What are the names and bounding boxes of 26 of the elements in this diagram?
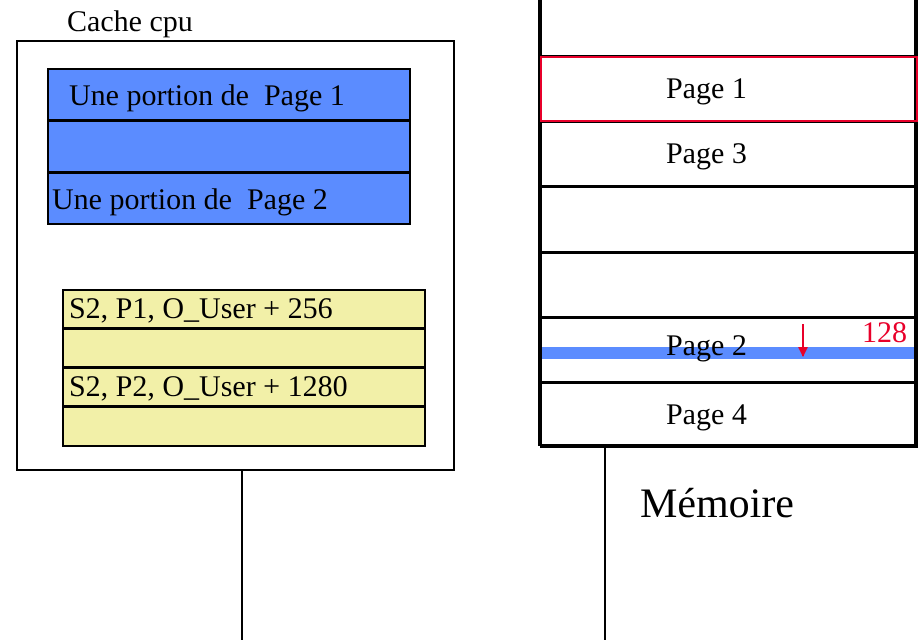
row-box [540,121,918,187]
row-text: Une portion de Page 1 [69,79,345,113]
row-text: Page 3 [666,137,747,171]
row-text: Une portion de Page 2 [52,183,328,217]
row-text: Page 1 [666,72,747,106]
row-box [540,382,918,448]
row-text: S2, P2, O_User + 1280 [69,370,348,404]
row-box [540,186,918,253]
row-box [47,68,411,121]
connector-line [604,446,606,640]
row-box [62,367,426,407]
panel-title: Cache cpu [67,5,193,39]
row-box [47,120,411,173]
row-box [540,56,918,122]
connector-line [241,471,243,640]
offset-label: 128 [862,316,907,350]
row-box [540,252,918,318]
row-text: S2, P1, O_User + 256 [69,292,333,326]
row-text: Page 4 [666,398,747,432]
row-box [540,0,918,57]
row-box [62,406,426,447]
memory-label: Mémoire [640,481,794,527]
row-box [62,328,426,368]
row-box [540,317,918,383]
row-box [47,172,411,225]
row-box [62,289,426,329]
